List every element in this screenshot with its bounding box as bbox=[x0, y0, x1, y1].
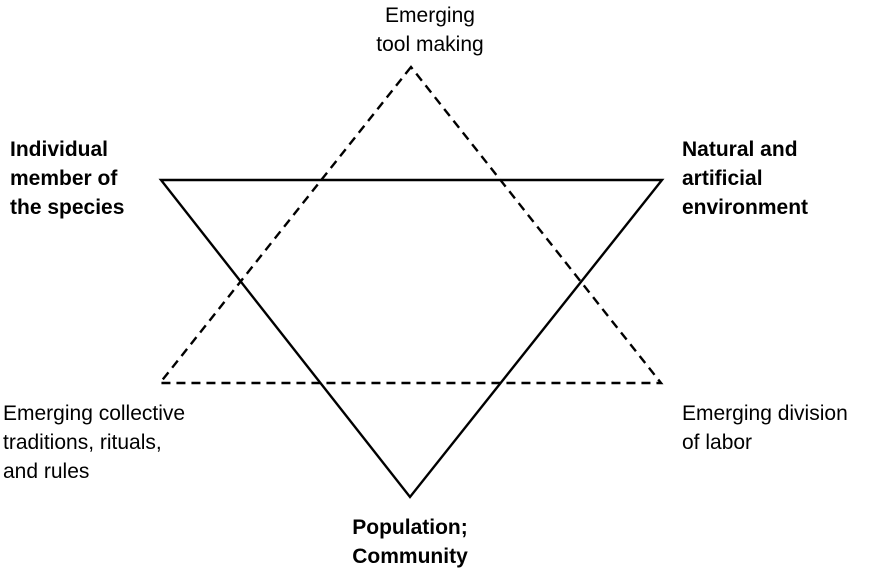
label-line: member of bbox=[10, 167, 118, 190]
label-line: Emerging bbox=[385, 4, 475, 27]
label-emerging-collective-traditions: Emerging collective traditions, rituals,… bbox=[3, 399, 185, 486]
solid-triangle bbox=[158, 178, 665, 499]
label-line: the species bbox=[10, 196, 125, 219]
label-line: Natural and bbox=[682, 138, 798, 161]
label-emerging-tool-making: Emerging tool making bbox=[330, 1, 530, 59]
label-line: Community bbox=[352, 545, 468, 568]
label-emerging-division-of-labor: Emerging division of labor bbox=[682, 399, 848, 457]
label-line: of labor bbox=[682, 431, 753, 454]
label-line: and rules bbox=[3, 460, 90, 483]
label-line: Individual bbox=[10, 138, 109, 161]
label-line: tool making bbox=[376, 33, 484, 56]
label-line: Emerging collective bbox=[3, 402, 186, 425]
label-line: environment bbox=[682, 196, 809, 219]
label-line: traditions, rituals, bbox=[3, 431, 162, 454]
label-line: Emerging division bbox=[682, 402, 848, 425]
label-line: Population; bbox=[352, 516, 468, 539]
label-line: artificial bbox=[682, 167, 763, 190]
dashed-triangle bbox=[157, 65, 664, 385]
label-individual-member: Individual member of the species bbox=[10, 135, 124, 222]
label-natural-artificial-environment: Natural and artificial environment bbox=[682, 135, 808, 222]
label-population-community: Population; Community bbox=[322, 513, 498, 571]
